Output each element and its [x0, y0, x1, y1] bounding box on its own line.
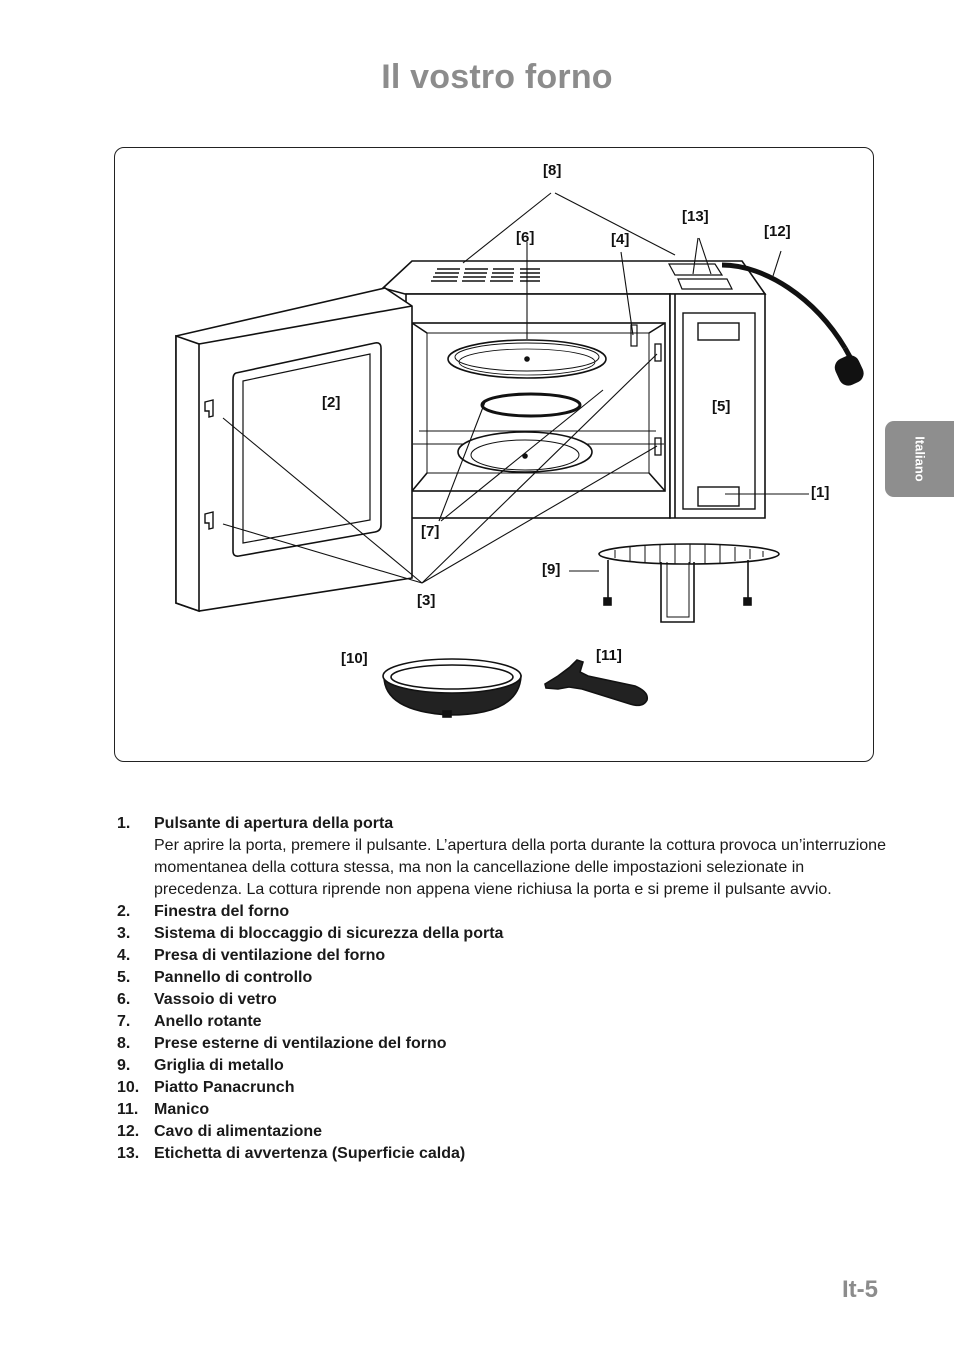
- legend-title: Pannello di controllo: [154, 969, 313, 986]
- callout-2: [2]: [322, 394, 341, 411]
- callout-1: [1]: [811, 484, 830, 501]
- legend-item: 12. Cavo di alimentazione: [117, 1121, 887, 1143]
- parts-legend: 1. Pulsante di apertura della porta Per …: [117, 813, 887, 1165]
- page-title: Il vostro forno: [381, 58, 613, 96]
- oven-illustration: [175, 192, 864, 718]
- legend-title: Presa di ventilazione del forno: [154, 947, 386, 964]
- legend-title: Sistema di bloccaggio di sicurezza della…: [154, 925, 504, 942]
- legend-number: 5.: [117, 969, 131, 986]
- callout-3: [3]: [417, 592, 436, 609]
- callout-13: [13]: [682, 208, 709, 225]
- legend-number: 6.: [117, 991, 131, 1008]
- legend-title: Piatto Panacrunch: [154, 1079, 295, 1096]
- legend-title: Anello rotante: [154, 1013, 262, 1030]
- language-tab: Italiano: [885, 421, 954, 497]
- legend-number: 3.: [117, 925, 131, 942]
- legend-item: 13. Etichetta di avvertenza (Superficie …: [117, 1143, 887, 1165]
- legend-title: Pulsante di apertura della porta: [154, 815, 394, 832]
- legend-item: 9. Griglia di metallo: [117, 1055, 887, 1077]
- oven-diagram: [8] [13] [12] [6] [4] [2] [5] [1] [7] [9…: [114, 147, 874, 762]
- legend-description: Per aprire la porta, premere il pulsante…: [154, 837, 886, 898]
- legend-title: Finestra del forno: [154, 903, 290, 920]
- page-number: It-5: [842, 1276, 878, 1303]
- legend-number: 10.: [117, 1079, 140, 1096]
- legend-number: 4.: [117, 947, 131, 964]
- top-vents: [431, 268, 540, 282]
- legend-title: Manico: [154, 1101, 210, 1118]
- legend-item: 1. Pulsante di apertura della porta Per …: [117, 813, 887, 901]
- callout-10: [10]: [341, 650, 368, 667]
- legend-number: 2.: [117, 903, 131, 920]
- language-tab-label: Italiano: [912, 436, 927, 482]
- legend-number: 11.: [117, 1101, 139, 1118]
- legend-title: Vassoio di vetro: [154, 991, 277, 1008]
- legend-number: 7.: [117, 1013, 131, 1030]
- legend-number: 8.: [117, 1035, 131, 1052]
- legend-number: 1.: [117, 815, 131, 832]
- legend-title: Etichetta di avvertenza (Superficie cald…: [154, 1145, 466, 1162]
- legend-number: 13.: [117, 1145, 140, 1162]
- callout-6: [6]: [516, 229, 535, 246]
- legend-title: Griglia di metallo: [154, 1057, 284, 1074]
- callout-8: [8]: [543, 162, 562, 179]
- callout-11: [11]: [596, 647, 622, 664]
- callout-9: [9]: [542, 561, 561, 578]
- legend-item: 10. Piatto Panacrunch: [117, 1077, 887, 1099]
- legend-number: 12.: [117, 1123, 140, 1140]
- legend-item: 2. Finestra del forno: [117, 901, 887, 923]
- callout-7: [7]: [421, 523, 440, 540]
- legend-item: 5. Pannello di controllo: [117, 967, 887, 989]
- legend-item: 8. Prese esterne di ventilazione del for…: [117, 1033, 887, 1055]
- callout-12: [12]: [764, 223, 791, 240]
- legend-item: 11. Manico: [117, 1099, 887, 1121]
- legend-item: 3. Sistema di bloccaggio di sicurezza de…: [117, 923, 887, 945]
- callout-5: [5]: [712, 398, 731, 415]
- legend-item: 7. Anello rotante: [117, 1011, 887, 1033]
- callout-4: [4]: [611, 231, 630, 248]
- legend-item: 6. Vassoio di vetro: [117, 989, 887, 1011]
- legend-title: Cavo di alimentazione: [154, 1123, 323, 1140]
- legend-item: 4. Presa di ventilazione del forno: [117, 945, 887, 967]
- legend-number: 9.: [117, 1057, 131, 1074]
- legend-title: Prese esterne di ventilazione del forno: [154, 1035, 447, 1052]
